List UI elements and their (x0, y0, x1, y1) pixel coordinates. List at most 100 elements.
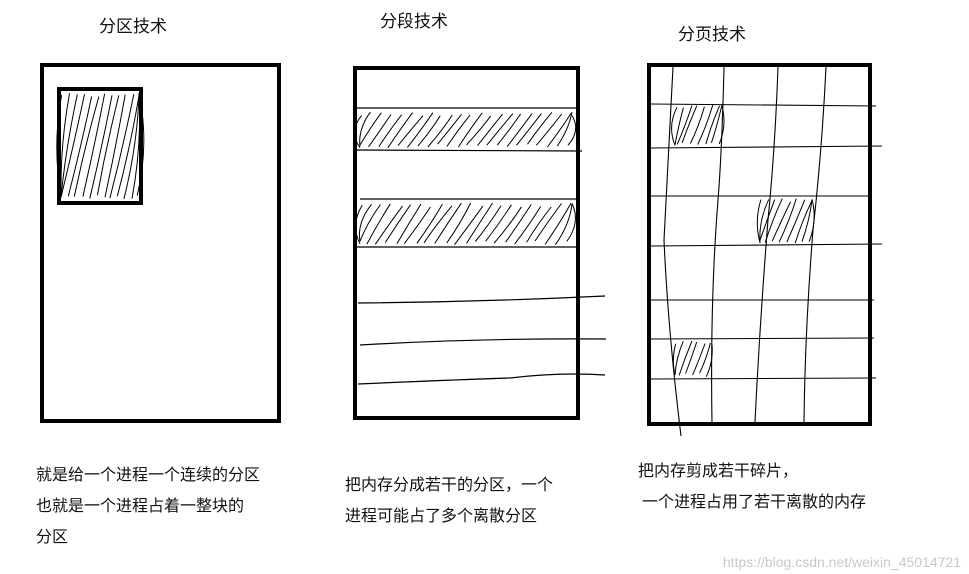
paging-title: 分页技术 (678, 25, 746, 45)
hatch-stroke (485, 204, 512, 242)
hatch-stroke (705, 344, 713, 377)
hatch-stroke (437, 113, 462, 145)
hatch-stroke (109, 94, 135, 199)
hatch-stroke (674, 340, 684, 376)
hatch-stroke (116, 95, 140, 197)
hatch-stroke (544, 203, 572, 245)
segmentation-panel (353, 66, 607, 420)
hatch-stroke (794, 201, 813, 244)
hatch-stroke (407, 112, 434, 148)
hatch-stroke (374, 205, 403, 245)
hatch-stroke (554, 203, 573, 245)
hatch-stroke (359, 112, 382, 146)
hatch-stroke (397, 115, 424, 146)
hatch-stroke (497, 113, 522, 146)
hatch-stroke (786, 199, 806, 243)
hatch-stroke (526, 206, 552, 243)
hatch-stroke (427, 114, 453, 148)
hatch-stroke (123, 96, 140, 200)
hatch-stroke (672, 343, 677, 376)
hatch-stroke (506, 113, 533, 147)
hatch-stroke (764, 198, 783, 243)
hatch-stroke (505, 204, 532, 243)
hatch-stroke (477, 113, 503, 146)
process-page-hatching (672, 340, 713, 377)
hatch-stroke (681, 105, 698, 144)
hatch-stroke (671, 107, 678, 146)
hatch-stroke (396, 203, 422, 245)
hatch-stroke (547, 112, 572, 148)
partition-memory-box (40, 63, 281, 423)
description-line: 进程可能占了多个离散分区 (345, 506, 538, 526)
process-page-hatching (756, 198, 815, 244)
hatch-stroke (423, 205, 453, 244)
process-segment-hatching (354, 111, 577, 149)
hatch-stroke (535, 113, 563, 146)
process-segment-hatching (355, 202, 576, 246)
watermark: https://blog.csdn.net/weixin_45014721 (722, 554, 961, 570)
segment-line (359, 338, 607, 346)
partition-title: 分区技术 (99, 17, 167, 37)
hatch-stroke (534, 203, 562, 242)
hatch-stroke (710, 104, 723, 144)
description-line: 就是给一个进程一个连续的分区 (36, 465, 261, 484)
hatch-stroke (685, 341, 698, 374)
hatch-stroke (516, 113, 542, 146)
hatch-stroke (96, 95, 120, 196)
hatch-stroke (474, 205, 502, 242)
hatch-stroke (778, 198, 797, 243)
hatch-stroke (403, 206, 431, 244)
hatch-stroke (697, 104, 714, 145)
hatch-stroke (359, 111, 371, 147)
hatch-stroke (466, 115, 492, 146)
hatch-stroke (73, 96, 100, 197)
hatch-stroke (676, 105, 693, 145)
segment-line (357, 295, 606, 304)
hatch-stroke (89, 95, 113, 199)
description-line: 一个进程占用了若干离散的内存 (642, 492, 867, 512)
hatch-stroke (387, 112, 414, 149)
process-page-hatching (671, 104, 725, 146)
hatch-stroke (566, 203, 576, 242)
description-line: 把内存剪成若干碎片， (638, 461, 799, 480)
hatch-stroke (60, 93, 71, 196)
segment-line (356, 149, 583, 152)
hatch-stroke (689, 106, 705, 144)
hatch-stroke (454, 205, 484, 246)
segment-boundary-lines (356, 107, 607, 385)
page-grid-line (754, 66, 779, 423)
hatch-stroke (355, 204, 363, 245)
hatch-stroke (104, 94, 126, 198)
partition-process-block (57, 87, 143, 205)
page-grid-line (650, 337, 875, 340)
hatch-stroke (60, 94, 78, 197)
partition-process-hatching (56, 92, 145, 200)
hatch-stroke (705, 105, 721, 145)
hatch-stroke (801, 199, 813, 242)
hatch-stroke (446, 202, 472, 244)
hatch-stroke (416, 203, 443, 244)
hatch-stroke (466, 202, 494, 244)
hatch-stroke (527, 112, 553, 145)
hatch-stroke (359, 204, 381, 242)
hatch-stroke (67, 96, 93, 197)
segmentation-description: 把内存分成若干的分区，一个 进程可能占了多个离散分区 (345, 469, 553, 531)
segmentation-title: 分段技术 (380, 12, 448, 32)
partition-description: 就是给一个进程一个连续的分区 也就是一个进程占着一整块的 分区 (36, 459, 260, 553)
description-line: 分区 (36, 527, 69, 547)
hatch-stroke (759, 199, 776, 241)
hatch-stroke (56, 95, 63, 196)
hatch-stroke (808, 199, 815, 242)
hatch-stroke (446, 114, 471, 147)
description-line: 也就是一个进程占着一整块的 (36, 496, 245, 516)
hatch-stroke (486, 113, 514, 146)
hatch-stroke (368, 114, 392, 148)
hatch-stroke (699, 342, 711, 374)
hatch-stroke (384, 204, 411, 243)
hatch-stroke (674, 107, 684, 145)
hatch-stroke (82, 93, 106, 197)
page-grid-horizontal-lines (650, 103, 883, 380)
page-grid-line (650, 377, 877, 380)
hatch-stroke (136, 93, 145, 196)
